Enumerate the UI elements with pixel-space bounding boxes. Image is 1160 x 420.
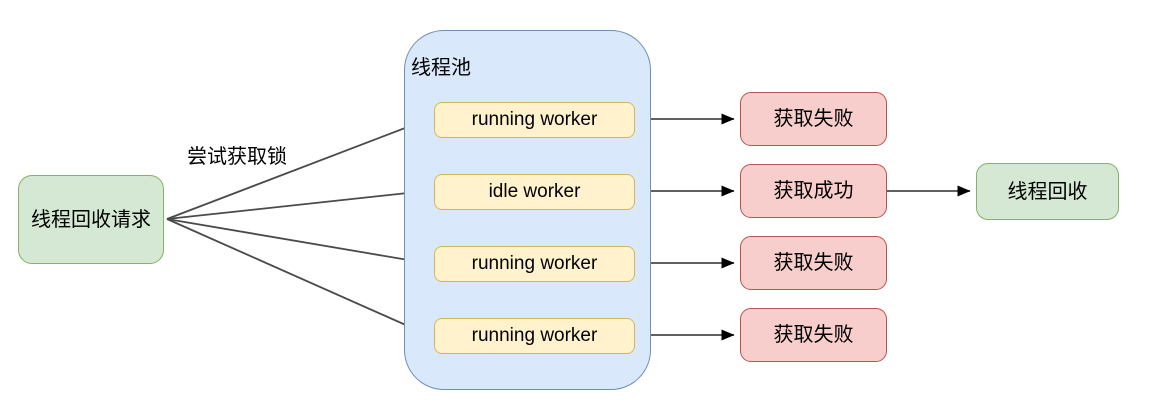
edge-request-to-worker-3 (166, 218, 427, 335)
worker-node-running-1: running worker (434, 102, 635, 138)
worker-node-idle: idle worker (434, 174, 635, 210)
try-acquire-lock-label: 尝试获取锁 (187, 146, 287, 168)
request-node: 线程回收请求 (18, 175, 164, 264)
thread-pool-container: 线程池 running worker idle worker running w… (404, 30, 651, 390)
edge-request-to-worker-1 (166, 186, 427, 220)
result-node-fail-3: 获取失败 (740, 308, 887, 362)
result-node-fail-2: 获取失败 (740, 236, 887, 290)
result-node-success: 获取成功 (740, 164, 887, 218)
worker-node-running-2: running worker (434, 246, 635, 282)
thread-pool-title: 线程池 (411, 57, 471, 79)
recycled-node: 线程回收 (976, 163, 1119, 220)
edge-request-to-worker-2 (166, 218, 427, 267)
worker-node-running-3: running worker (434, 318, 635, 354)
result-node-fail-1: 获取失败 (740, 92, 887, 146)
edge-request-to-worker-0 (166, 119, 427, 220)
